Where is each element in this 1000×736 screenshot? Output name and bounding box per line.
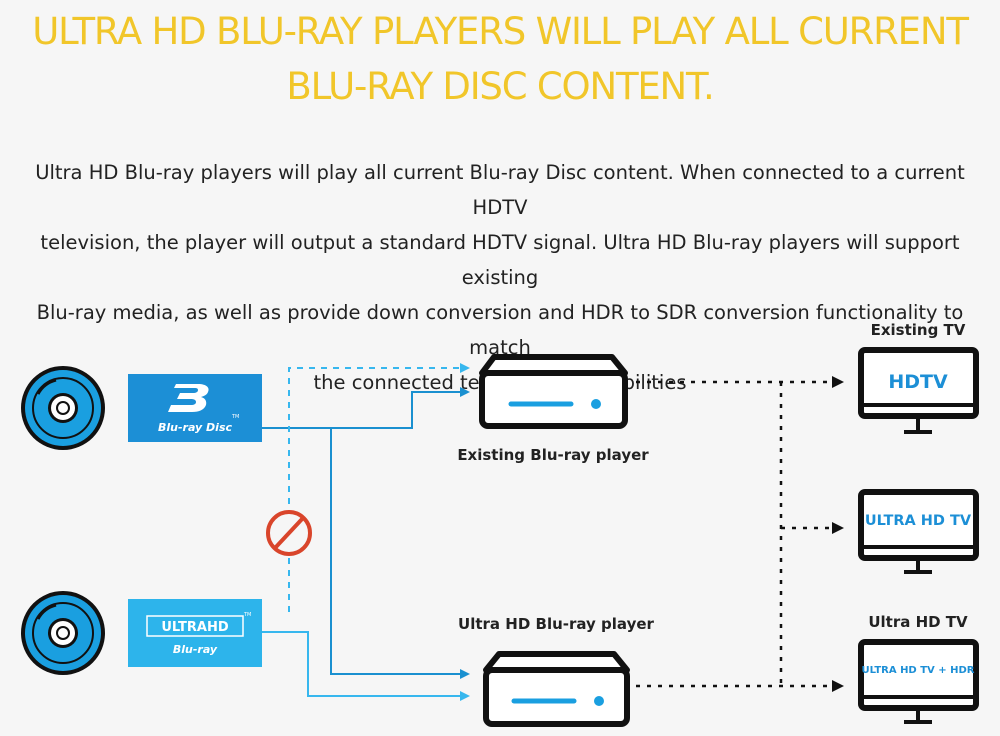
uhd-logo-tm: TM <box>243 612 251 618</box>
player-to-tv-lines <box>636 376 844 692</box>
page-headline: ULTRA HD BLU-RAY PLAYERS WILL PLAY ALL C… <box>0 4 1000 114</box>
prohibited-icon <box>266 510 312 556</box>
existing-tv-heading: Existing TV <box>871 321 966 339</box>
ultra-hd-bluray-logo: ULTRAHD TM Blu-ray <box>128 599 262 667</box>
ultra-hd-tv-hdr-icon: ULTRA HD TV + HDR <box>858 639 979 724</box>
intro-line-2: television, the player will output a sta… <box>40 231 960 289</box>
intro-line-3: Blu-ray media, as well as provide down c… <box>36 301 964 359</box>
bluray-logo-tm: TM <box>231 414 239 420</box>
uhd-bluray-player-icon <box>483 651 630 727</box>
uhd-logo-sub: Blu-ray <box>173 643 218 656</box>
uhd-logo-badge: ULTRAHD <box>161 620 229 635</box>
bluray-disc-logo: Blu-ray Disc TM <box>128 374 262 442</box>
existing-player-label: Existing Blu-ray player <box>457 446 649 464</box>
ultra-hd-tv-hdr-label: ULTRA HD TV + HDR <box>861 665 974 676</box>
hdtv-icon: HDTV <box>858 347 979 434</box>
ultra-hd-tv-icon: ULTRA HD TV <box>858 489 979 574</box>
headline-line-2: BLU-RAY DISC CONTENT. <box>286 65 714 108</box>
intro-line-1: Ultra HD Blu-ray players will play all c… <box>35 161 965 219</box>
bluray-logo-text: Blu-ray Disc <box>158 421 233 434</box>
uhd-tv-heading: Ultra HD TV <box>868 613 968 631</box>
uhd-player-label: Ultra HD Blu-ray player <box>458 615 654 633</box>
uhd-disc-icon <box>21 591 105 675</box>
headline-line-1: ULTRA HD BLU-RAY PLAYERS WILL PLAY ALL C… <box>32 10 969 53</box>
bluray-to-players-lines <box>262 363 470 701</box>
bluray-disc-icon <box>21 366 105 450</box>
existing-bluray-player-icon <box>479 354 628 429</box>
ultra-hd-tv-label: ULTRA HD TV <box>865 513 972 529</box>
hdtv-label: HDTV <box>888 371 948 393</box>
